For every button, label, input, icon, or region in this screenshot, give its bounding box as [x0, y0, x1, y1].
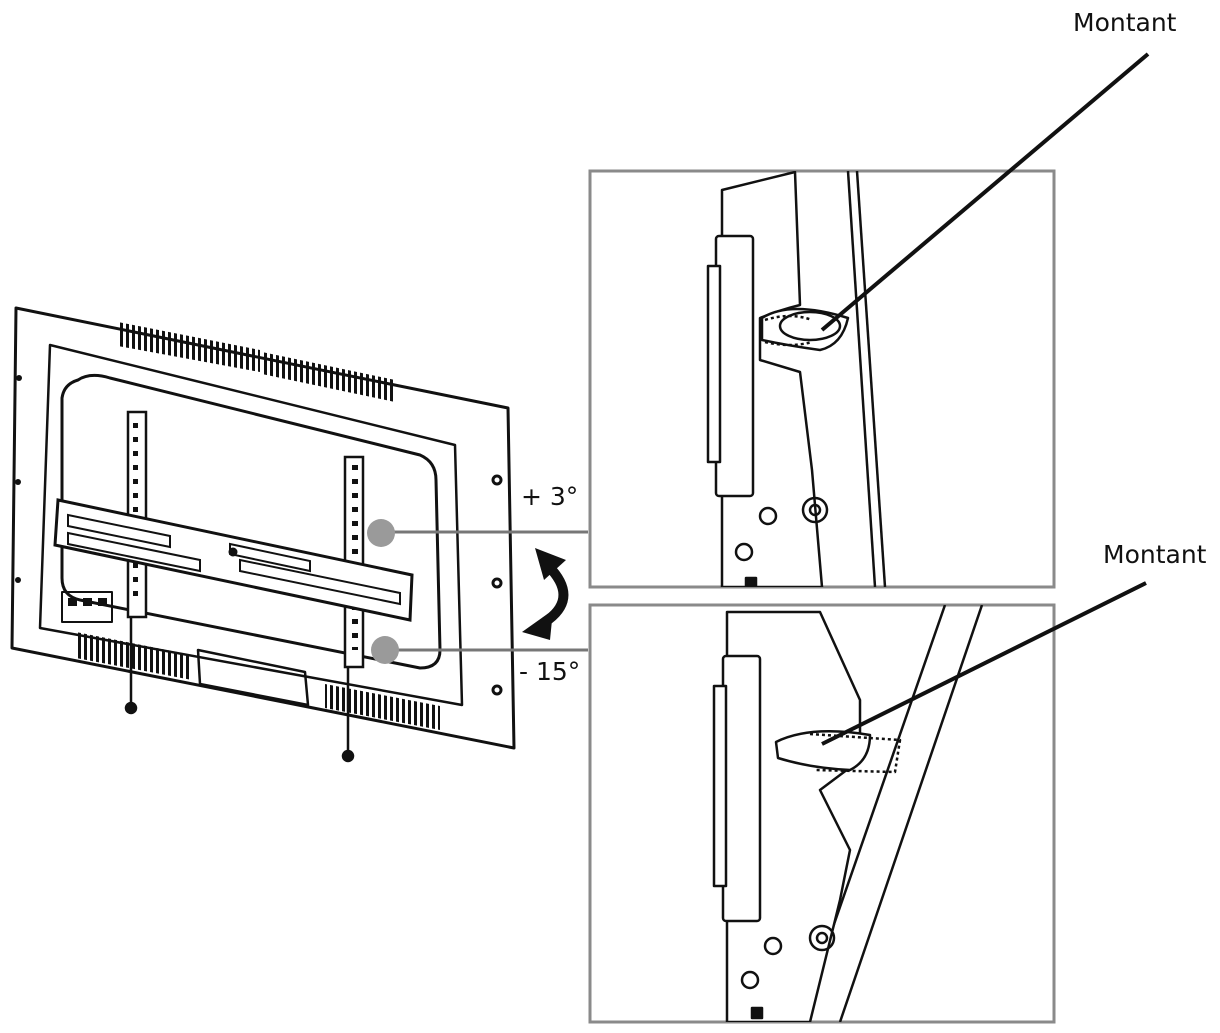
- callout-label-bottom: Montant: [1103, 540, 1207, 569]
- detail-panel-plus: [588, 169, 1056, 589]
- wall-plate: [53, 498, 414, 622]
- tilt-down-label: - 15°: [519, 657, 581, 686]
- callout-line-bottom: [821, 581, 1147, 746]
- callout-line-top: [820, 52, 1150, 332]
- tilt-up-label: + 3°: [521, 482, 579, 511]
- angle-markers: [367, 519, 588, 664]
- curved-double-arrow-icon: [522, 548, 569, 640]
- detail-panel-minus: [588, 603, 1056, 1024]
- callout-label-top: Montant: [1073, 8, 1177, 37]
